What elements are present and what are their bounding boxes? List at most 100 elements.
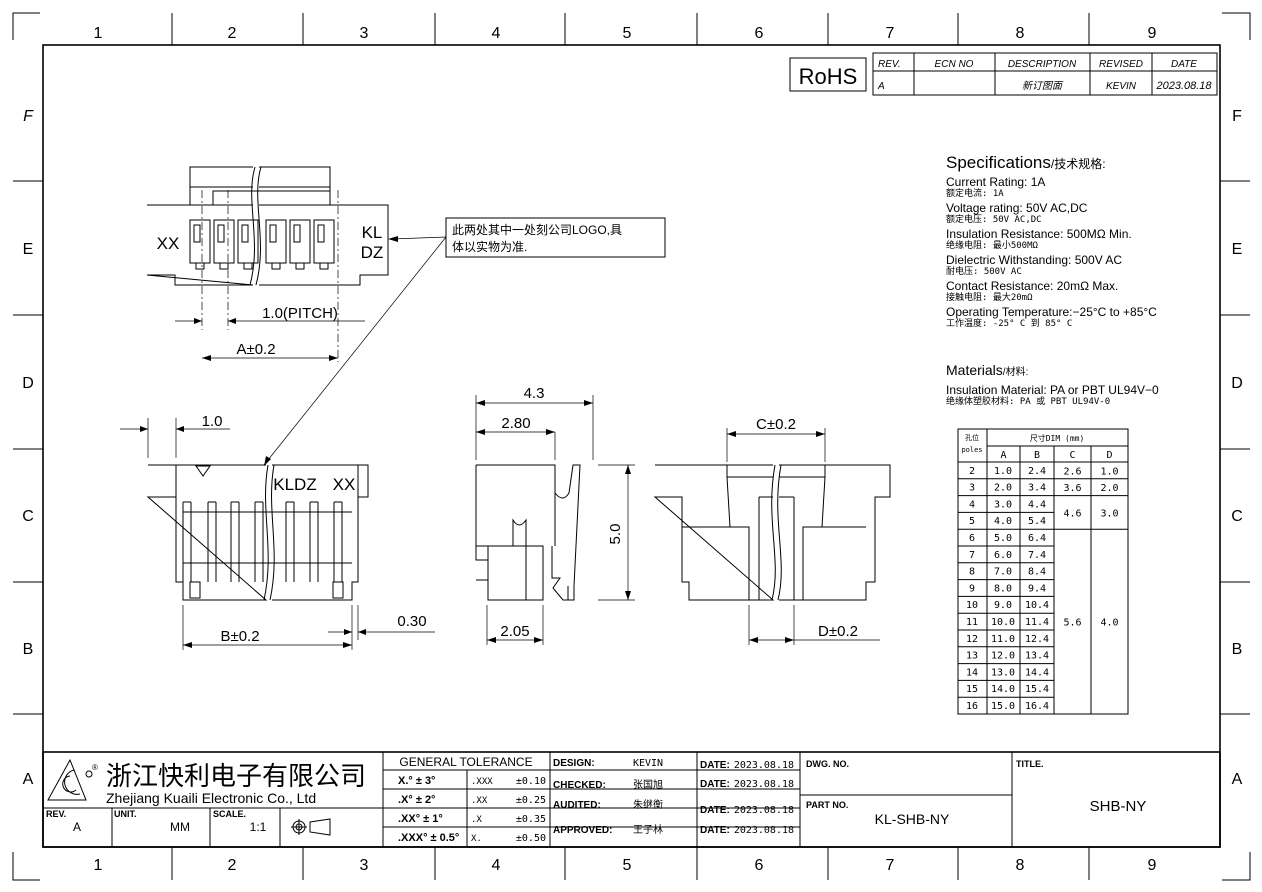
table-cell-b: 8.4 [1028, 567, 1046, 578]
table-cell-a: 12.0 [991, 651, 1015, 662]
company-logo: ® [47, 758, 98, 801]
tolerance-value: ±0.10 [516, 776, 546, 787]
table-cell-a: 10.0 [991, 617, 1015, 628]
zone-column-label-top: 9 [1148, 25, 1157, 42]
dimension-5-0: 5.0 [607, 524, 624, 545]
company-name-cn: 浙江快利电子有限公司 [106, 761, 366, 791]
dimension-c: C±0.2 [756, 416, 796, 433]
front-mark-kldz: KLDZ [273, 475, 316, 494]
spec-item-cn: 接触电阻: 最大20mΩ [946, 291, 1033, 303]
pin-foot [332, 581, 344, 599]
table-cell-b: 3.4 [1028, 483, 1046, 494]
zone-row-label-left: A [23, 771, 34, 788]
contact-pin [182, 501, 192, 582]
contact-pin [309, 501, 319, 582]
rohs-box [789, 57, 867, 92]
table-cell-a: 7.0 [994, 567, 1012, 578]
revision-cell: KEVIN [1106, 81, 1137, 92]
company-name-en: Zhejiang Kuaili Electronic Co., Ltd [106, 790, 316, 806]
table-cell-b: 13.4 [1025, 651, 1049, 662]
tolerance-angle: .XXX° ± 0.5° [398, 832, 459, 844]
zone-row-label-right: A [1232, 771, 1243, 788]
contact-pin [333, 501, 343, 582]
zone-column-label-bottom: 7 [886, 857, 895, 874]
zone-row-label-left: F [23, 108, 34, 125]
zone-column-label-top: 1 [94, 25, 103, 42]
table-cell-b: 9.4 [1028, 583, 1046, 594]
table-cell-b: 7.4 [1028, 550, 1046, 561]
column-header: D [1106, 450, 1112, 461]
zone-row-label-left: E [23, 241, 34, 258]
zone-column-label-top: 8 [1016, 25, 1025, 42]
zone-row-label-right: E [1232, 241, 1243, 258]
signoff-name: 张国旭 [633, 779, 663, 791]
table-cell-a: 11.0 [991, 634, 1015, 645]
signoff-date-label: DATE: [700, 805, 730, 816]
table-cell-poles: 4 [969, 499, 975, 510]
signoff-label: APPROVED: [553, 825, 612, 836]
zone-column-label-bottom: 6 [755, 857, 764, 874]
tolerance-angle: .XX° ± 1° [398, 813, 443, 825]
material-item: Insulation Material: PA or PBT UL94V−0 [946, 383, 1159, 397]
top-mark-dz: DZ [361, 243, 384, 262]
spec-item: Dielectric Withstanding: 500V AC [946, 253, 1122, 267]
table-cell-b: 5.4 [1028, 516, 1046, 527]
tolerance-value: ±0.35 [516, 814, 546, 825]
specs-title-cn: /技术规格: [1051, 156, 1106, 171]
top-mark-kl: KL [362, 223, 383, 242]
revision-header: DATE [1171, 59, 1197, 70]
signoff-date-row: DATE:2023.08.18 [700, 805, 794, 816]
table-cell-b: 6.4 [1028, 533, 1046, 544]
table-cell-d: 3.0 [1100, 508, 1118, 519]
materials-title-cn: /材料: [1003, 365, 1029, 378]
unit-label: UNIT. [114, 809, 137, 819]
zone-column-label-top: 2 [228, 25, 237, 42]
rohs-label: RoHS [799, 64, 858, 89]
part-no-label: PART NO. [806, 800, 848, 810]
front-mark-xx: XX [333, 475, 356, 494]
title-label: TITLE. [1016, 759, 1044, 769]
zone-column-label-top: 5 [623, 25, 632, 42]
spec-item: Insulation Resistance: 500MΩ Min. [946, 227, 1132, 241]
spec-item: Voltage rating: 50V AC,DC [946, 201, 1088, 215]
dimension-b: B±0.2 [220, 628, 259, 645]
table-cell-a: 15.0 [991, 701, 1015, 712]
dim-header: 尺寸DIM (mm) [1030, 433, 1085, 443]
signoff-date-label: DATE: [700, 779, 730, 790]
zone-column-label-top: 6 [755, 25, 764, 42]
contact-tip [271, 262, 281, 270]
signoff-date-label: DATE: [700, 760, 730, 771]
table-cell-d: 2.0 [1100, 483, 1118, 494]
signoff-label: DESIGN: [553, 758, 595, 769]
table-cell-poles: 12 [966, 634, 978, 645]
signoff-date-row: DATE:2023.08.18 [700, 779, 794, 790]
zone-row-label-left: C [22, 508, 34, 525]
signoff-date-row: DATE:2023.08.18 [700, 760, 794, 771]
contact-pin [285, 501, 295, 582]
table-cell-b: 2.4 [1028, 466, 1046, 477]
tolerance-decimal: .X [471, 815, 482, 825]
table-cell-c: 2.6 [1063, 466, 1081, 477]
table-cell-poles: 3 [969, 483, 975, 494]
zone-row-label-left: B [23, 641, 34, 658]
table-cell-poles: 16 [966, 701, 978, 712]
zone-row-label-right: C [1231, 508, 1243, 525]
top-mark-xx: XX [157, 234, 180, 253]
callout-line-2: 体以实物为准. [452, 239, 527, 254]
poles-header: poles [961, 446, 982, 454]
contact-window [241, 224, 249, 243]
svg-text:®: ® [92, 763, 98, 772]
side-view: 4.3 2.80 5.0 2.05 [475, 385, 635, 645]
table-cell-a: 14.0 [991, 684, 1015, 695]
scale-value: 1:1 [250, 820, 267, 834]
part-no-value: KL-SHB-NY [875, 811, 950, 827]
revision-cell: 新订图面 [1022, 80, 1064, 92]
table-cell-c: 4.6 [1063, 508, 1081, 519]
table-cell-b: 10.4 [1025, 600, 1049, 611]
spec-item-cn: 额定电流: 1A [946, 187, 1004, 199]
contact-pin [230, 501, 240, 582]
tolerance-title: GENERAL TOLERANCE [399, 755, 532, 769]
table-cell-a: 8.0 [994, 583, 1012, 594]
svg-text:Materials/材料:: Materials/材料: [946, 362, 1028, 378]
scale-label: SCALE. [213, 809, 246, 819]
